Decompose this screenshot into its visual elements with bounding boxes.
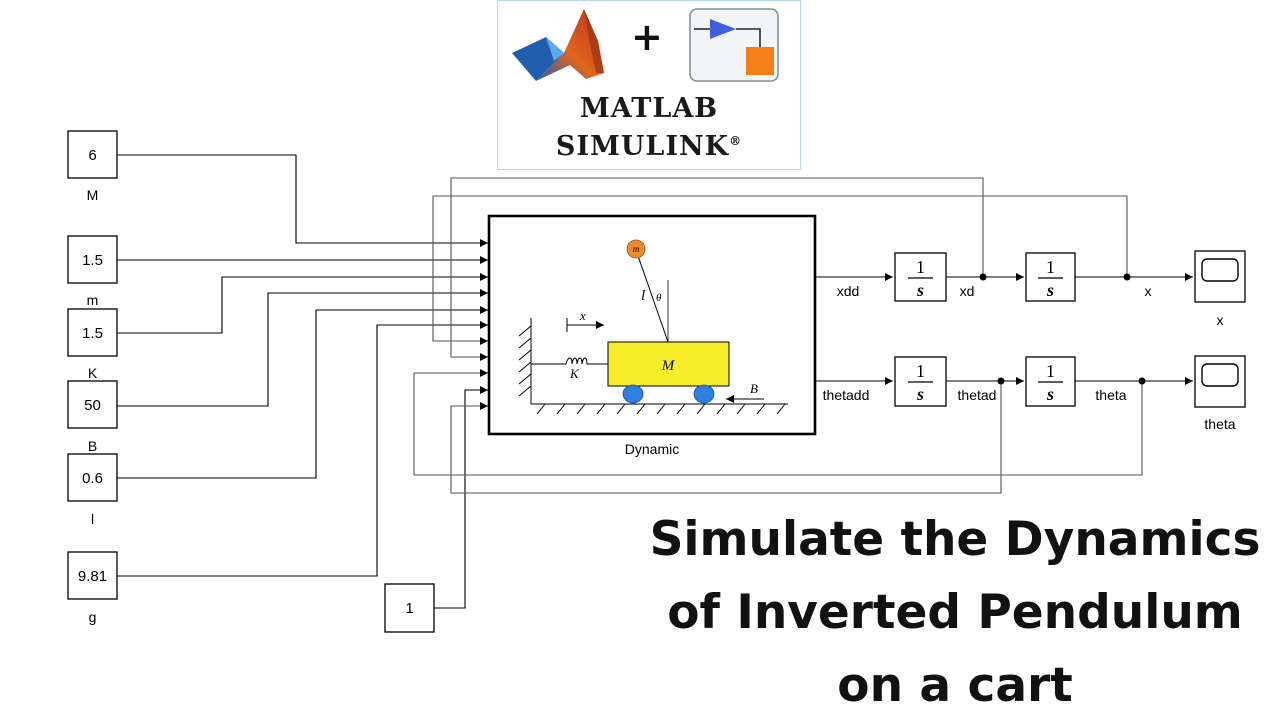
feedback-wires	[413, 177, 1143, 494]
constant-block-B[interactable]: 50 B	[67, 380, 118, 454]
integrator-denominator: s	[1046, 280, 1054, 300]
constant-label: m	[87, 292, 99, 308]
integrator-block-theta[interactable]: 1 s	[1025, 356, 1076, 407]
constant-label: l	[91, 511, 94, 527]
logo-icons	[512, 8, 779, 82]
constant-value: 1.5	[82, 325, 103, 342]
integrator-block-thetad[interactable]: 1 s	[894, 356, 947, 407]
damper-label: B	[750, 381, 758, 396]
signal-label-thetad: thetad	[958, 387, 997, 403]
subsystem-name: Dynamic	[625, 441, 679, 457]
integrator-block-x[interactable]: 1 s	[1025, 252, 1076, 302]
pendulum-rod	[635, 249, 669, 343]
position-label: x	[579, 308, 586, 323]
constant-value: 50	[84, 397, 101, 414]
integrator-numerator: 1	[916, 361, 925, 381]
headline-line: of Inverted Pendulum	[667, 585, 1243, 640]
spring-icon	[531, 357, 608, 365]
constant-label: B	[88, 438, 97, 454]
logo-plus: +	[631, 15, 663, 59]
logo-matlab-text: MATLAB	[579, 93, 719, 124]
constant-block-M[interactable]: 6 M	[67, 130, 118, 203]
logo-simulink-text: SIMULINK®	[498, 131, 800, 162]
constant-label: g	[89, 609, 97, 625]
constant-block-m[interactable]: 1.5 m	[67, 235, 118, 308]
input-wires	[117, 154, 488, 609]
wheel-icon	[693, 384, 715, 404]
integrator-block-xd[interactable]: 1 s	[894, 252, 947, 302]
scope-label: theta	[1204, 416, 1235, 432]
cart-mass-label: M	[661, 358, 676, 374]
constant-value: 1.5	[82, 252, 103, 269]
integrator-numerator: 1	[1046, 361, 1055, 381]
logo-simulink-word: SIMULINK	[555, 131, 730, 162]
constant-block-K[interactable]: 1.5 K	[67, 308, 118, 381]
signal-label-xdd: xdd	[837, 283, 860, 299]
constant-label: K	[88, 365, 98, 381]
scope-icon	[1201, 258, 1239, 282]
integrator-denominator: s	[1046, 384, 1054, 404]
signal-label-xd: xd	[960, 283, 975, 299]
constant-value: 6	[88, 147, 96, 164]
signal-label-x: x	[1145, 283, 1152, 299]
signal-label-theta: theta	[1095, 387, 1126, 403]
integrator-numerator: 1	[916, 257, 925, 277]
angle-label: θ	[656, 292, 662, 304]
integrator-denominator: s	[916, 384, 924, 404]
constant-value: 9.81	[78, 568, 107, 585]
ground-hatching	[518, 318, 788, 415]
scope-block-theta[interactable]: theta	[1194, 355, 1246, 432]
scope-icon	[1201, 363, 1239, 387]
scope-label: x	[1217, 312, 1224, 328]
simulink-block-icon	[689, 8, 779, 82]
matlab-membrane-icon	[512, 9, 604, 81]
length-label: l	[641, 288, 645, 304]
wheel-icon	[622, 384, 644, 404]
integrator-numerator: 1	[1046, 257, 1055, 277]
spring-label: K	[569, 366, 580, 381]
dynamic-subsystem[interactable]: x K M B m l θ Dynamic	[487, 214, 817, 457]
cart-body	[607, 341, 730, 387]
headline-line: on a cart	[837, 658, 1073, 713]
registered-mark: ®	[729, 134, 743, 148]
constant-value: 0.6	[82, 470, 103, 487]
constant-block-one[interactable]: 1	[384, 583, 435, 633]
constant-block-g[interactable]: 9.81 g	[67, 551, 118, 625]
integrator-denominator: s	[916, 280, 924, 300]
output-wires	[815, 273, 1193, 385]
bob-mass-label: m	[633, 244, 640, 254]
constant-block-l[interactable]: 0.6 l	[67, 453, 118, 527]
pendulum-bob	[626, 239, 646, 259]
position-reference	[566, 318, 604, 332]
matlab-simulink-logo: + MATLAB SIMULINK®	[497, 0, 801, 170]
constant-label: M	[87, 187, 99, 203]
branch-points	[979, 273, 1146, 385]
signal-label-thetadd: thetadd	[823, 387, 870, 403]
headline: Simulate the Dynamics of Inverted Pendul…	[640, 503, 1270, 722]
constant-value: 1	[405, 600, 413, 617]
headline-line: Simulate the Dynamics	[649, 512, 1261, 567]
scope-block-x[interactable]: x	[1194, 250, 1246, 328]
